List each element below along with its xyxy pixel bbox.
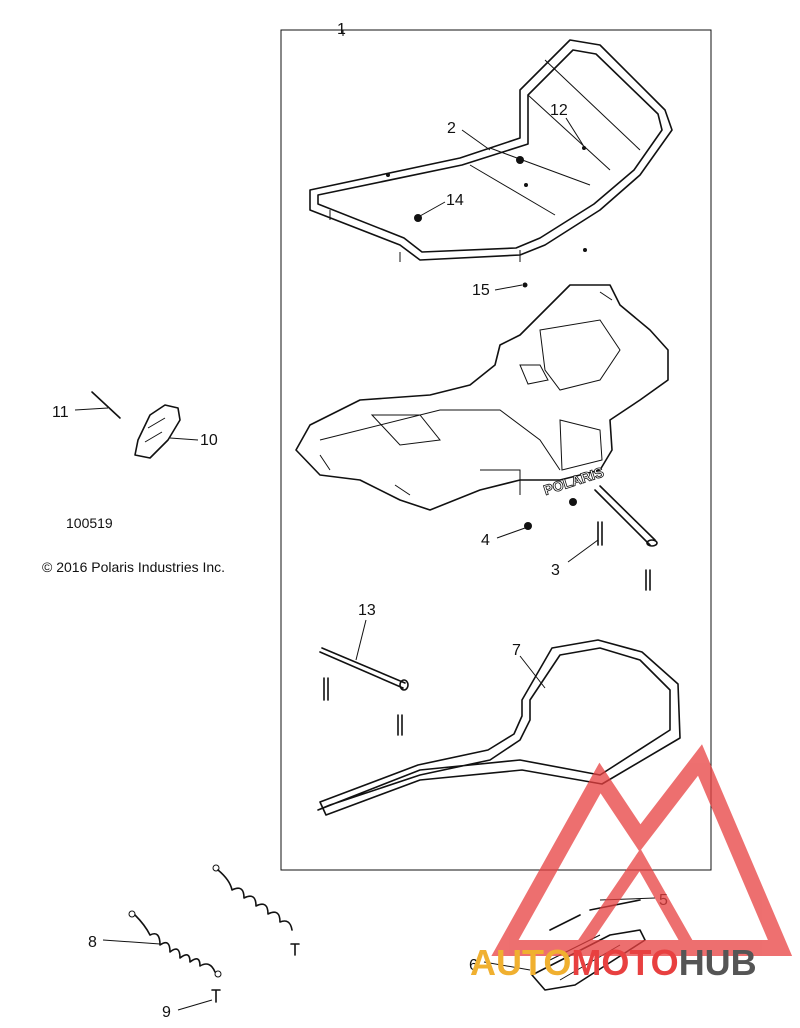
spring [212,864,293,931]
callout-10: 10 [200,432,218,449]
rod-bolt-assembly-13 [319,647,409,736]
leader-14 [419,201,446,217]
watermark-logo [491,744,793,956]
leader-13 [355,619,367,661]
callout-15: 15 [472,282,490,299]
watermark-text-auto: AUTO [470,942,571,983]
screw-9 [211,989,221,1003]
watermark-text-moto: MOTO [571,942,678,983]
rack-fastener [524,183,528,187]
cover-brand-mark: POLARIS [542,464,606,498]
leader-7 [519,655,546,689]
callout-1: 1 [337,21,346,38]
callout-8: 8 [88,934,97,951]
callout-3: 3 [551,562,560,579]
rack-screw-12 [582,146,586,150]
watermark-text-hub: HUB [679,942,757,983]
callout-7: 7 [512,642,521,659]
seal-gasket-7 [317,639,681,816]
rack-fastener [583,248,587,252]
catalog-number: 100519 [66,515,113,531]
callout-11: 11 [52,404,69,421]
watermark-text: AUTOMOTOHUB [470,942,757,983]
rack-frame-part [309,39,673,262]
pin-11 [91,391,121,419]
rack-fastener [386,173,390,177]
leader-9 [177,999,213,1011]
leader-10 [169,437,199,441]
leader-4 [496,527,526,539]
leader-3 [567,539,599,563]
callout-9: 9 [162,1004,171,1021]
leader-6 [483,961,531,971]
callout-4: 4 [481,532,490,549]
nut [569,498,577,506]
rack-nut [516,156,524,164]
leader-8 [102,939,161,945]
assembly-frame [280,29,712,871]
leader-2 [461,129,491,151]
copyright-notice: © 2016 Polaris Industries Inc. [42,559,225,575]
fastener-15 [522,282,528,288]
callout-12: 12 [550,102,568,119]
callout-13: 13 [358,602,376,619]
callout-14: 14 [446,192,464,209]
tube-pin-assembly-3 [594,485,658,591]
callout-6: 6 [469,957,478,974]
leader-11 [74,407,109,411]
rack-cover-body [295,284,669,511]
leader-15 [494,284,523,291]
leader-12 [565,117,584,146]
spring-8 [128,910,222,978]
screw [290,943,300,956]
latch-clip-10 [134,404,181,459]
nut-4 [524,522,532,530]
callout-2: 2 [447,120,456,137]
